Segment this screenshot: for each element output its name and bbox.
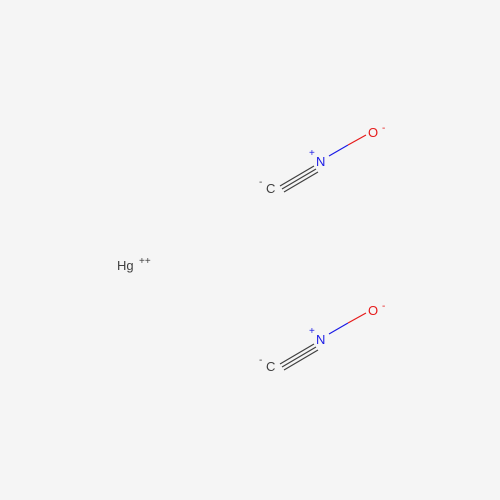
oxygen-atom-2: O	[368, 303, 378, 318]
oxygen-charge-1: -	[382, 123, 385, 134]
carbon-charge-2: -	[259, 355, 262, 366]
carbon-atom-2: C	[266, 359, 275, 374]
single-bond-n-o-2	[328, 312, 367, 335]
triple-bond-c-n-2	[279, 343, 319, 371]
nitrogen-charge-2: +	[309, 326, 315, 337]
single-bond-n-o-1	[328, 134, 367, 157]
mercury-ion: Hg ++	[117, 256, 151, 273]
triple-bond-c-n-1	[279, 165, 319, 193]
fulminate-group-1: C - N + O -	[259, 123, 385, 196]
mercury-charge: ++	[139, 256, 151, 267]
nitrogen-charge-1: +	[309, 148, 315, 159]
nitrogen-atom-1: N	[316, 154, 325, 169]
oxygen-atom-1: O	[368, 125, 378, 140]
nitrogen-atom-2: N	[316, 332, 325, 347]
carbon-atom-1: C	[266, 181, 275, 196]
oxygen-charge-2: -	[382, 301, 385, 312]
mercury-atom: Hg	[117, 258, 134, 273]
carbon-charge-1: -	[259, 177, 262, 188]
fulminate-group-2: C - N + O -	[259, 301, 385, 374]
